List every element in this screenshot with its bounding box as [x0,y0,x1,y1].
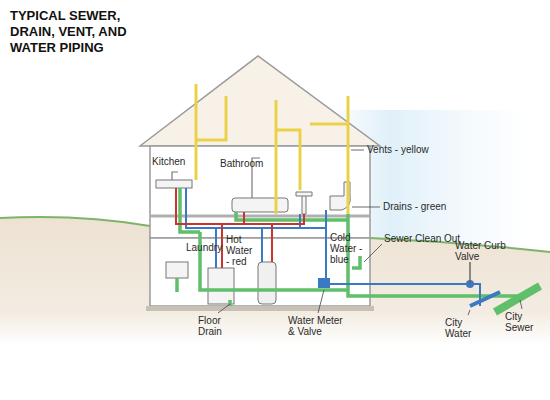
part-label: Cold Water - blue [330,232,366,265]
city-water-main [470,292,500,306]
faucet [172,172,178,180]
leader-lines [218,150,522,315]
ground-line [0,217,150,226]
part-label: Bathroom [220,158,263,169]
part-label: Hot Water - red [226,234,256,267]
lavatory [296,192,312,214]
part-label: Laundry [186,242,222,253]
foundation [146,306,374,311]
curb-valve-stem [469,262,471,284]
part-label: City Water [445,317,481,339]
water-meter [318,278,330,288]
city-sewer-main [495,286,540,312]
cold-water-pipes [186,188,480,306]
bathtub [232,198,288,212]
part-label: Drains - green [383,201,446,212]
water-heater [258,262,276,304]
roof [140,56,380,146]
part-label: Sewer Clean Out [384,233,460,244]
vent-pipes [196,84,348,214]
part-label: Kitchen [152,156,185,167]
part-label: Water Meter & Valve [288,315,352,337]
floor [150,215,370,218]
drain-pipes [177,188,520,306]
laundry-tub [166,262,188,278]
diagram-title: TYPICAL SEWER, DRAIN, VENT, AND WATER PI… [10,8,145,56]
washer [208,268,234,304]
part-label: Floor Drain [198,315,238,337]
hot-water-pipes [176,188,304,268]
kitchen-sink [156,180,192,188]
part-label: City Sewer [505,311,545,333]
part-label: Vents - yellow [367,144,429,155]
part-label: Water Curb Valve [455,240,511,262]
